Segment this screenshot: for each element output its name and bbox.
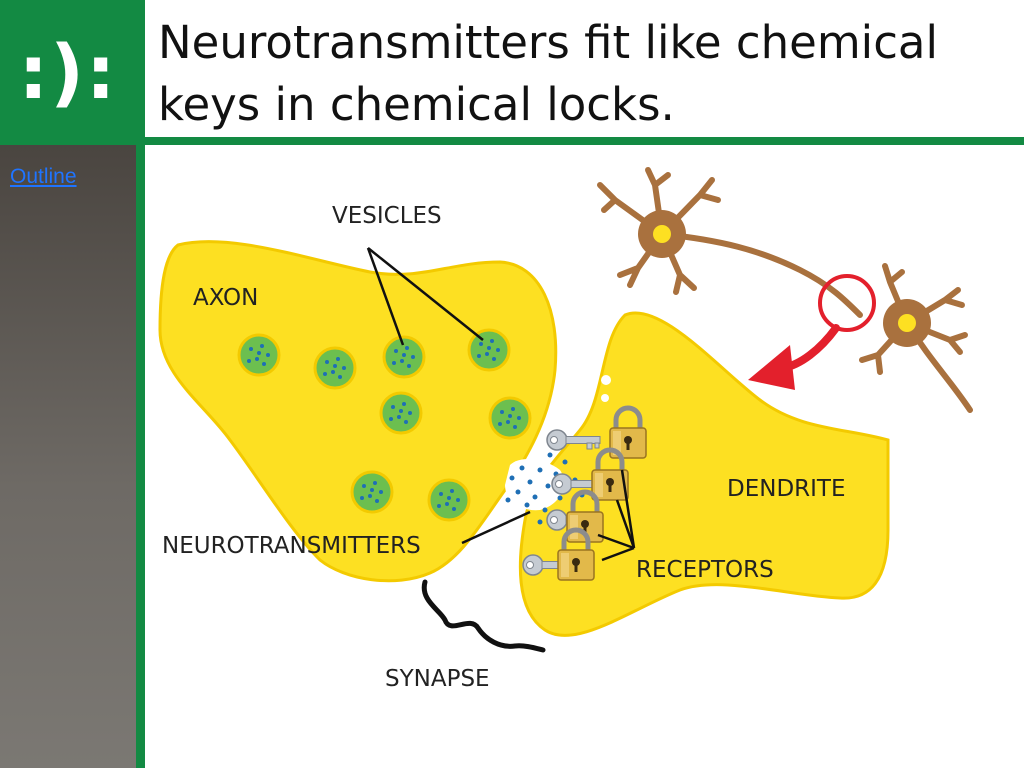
label-vesicles: VESICLES [332, 203, 442, 229]
label-dendrite: DENDRITE [727, 476, 846, 502]
zoom-circle [818, 274, 876, 332]
label-axon: AXON [193, 285, 258, 311]
slide-title: Neurotransmitters fit like chemical keys… [158, 16, 939, 131]
label-neurotransmitters: NEUROTRANSMITTERS [162, 533, 421, 559]
dendrite-shape [518, 311, 890, 637]
synapse-diagram: VESICLES AXON DENDRITE NEUROTRANSMITTERS… [158, 167, 973, 692]
synapse-squiggle [421, 579, 546, 653]
vesicles-group [237, 328, 532, 522]
logo-badge: :): [0, 0, 136, 145]
green-vertical-divider [136, 0, 145, 768]
outline-link[interactable]: Outline [10, 165, 77, 188]
neuron-icon [597, 167, 973, 413]
logo-smiley: :): [18, 29, 118, 116]
sidebar: Outline [0, 145, 136, 768]
label-receptors: RECEPTORS [636, 557, 774, 583]
label-synapse: SYNAPSE [385, 666, 490, 692]
green-title-underline [145, 137, 1024, 145]
